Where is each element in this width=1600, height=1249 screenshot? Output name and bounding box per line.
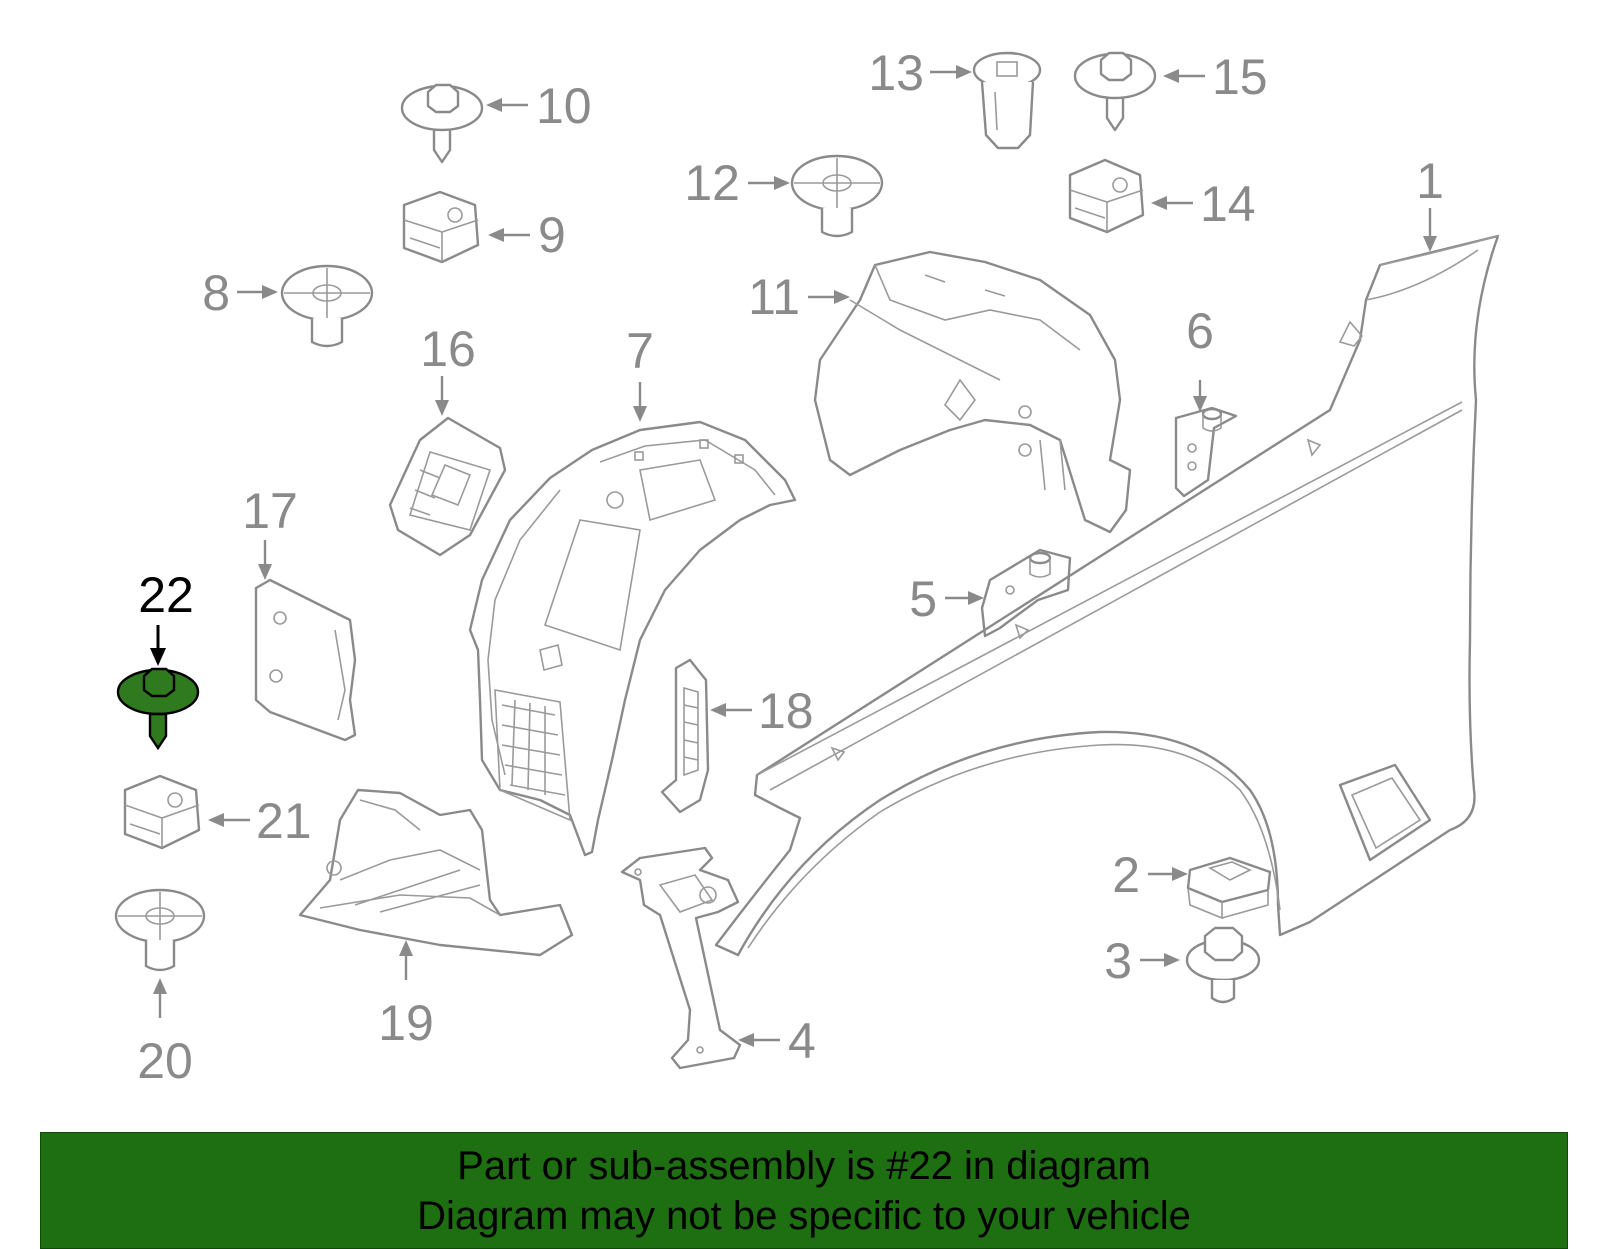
- callout-12-arrow: [748, 176, 790, 190]
- part-3-bolt[interactable]: [1185, 926, 1261, 1004]
- part-13-plastic-nut[interactable]: [972, 51, 1042, 150]
- callout-20-arrow: [153, 978, 167, 1018]
- callout-19: 19: [378, 995, 434, 1051]
- callout-17-arrow: [258, 540, 272, 580]
- callout-3: 3: [1104, 933, 1132, 989]
- parts-diagram: 1 2 3 4 5 6 7 8 9 10 11 12 13 14 15 16 1…: [114, 45, 1500, 1089]
- part-5-bracket[interactable]: [980, 548, 1072, 638]
- part-7-wheel-arch-liner[interactable]: [468, 420, 797, 857]
- part-18-strip[interactable]: [660, 658, 710, 814]
- callout-3-arrow: [1140, 953, 1180, 967]
- callout-1: 1: [1416, 153, 1444, 209]
- part-12-rivet[interactable]: [790, 154, 884, 238]
- part-11-wheel-arch-liner[interactable]: [813, 250, 1132, 534]
- part-2-clip-nut[interactable]: [1186, 856, 1272, 920]
- part-15-screw[interactable]: [1073, 51, 1157, 132]
- part-1-fender[interactable]: [714, 234, 1500, 957]
- callout-7-arrow: [633, 382, 647, 422]
- callout-19-arrow: [399, 940, 413, 980]
- part-6-bracket[interactable]: [1174, 406, 1238, 498]
- callout-17: 17: [242, 483, 298, 539]
- part-8-rivet[interactable]: [280, 264, 374, 348]
- callout-22-arrow: [150, 625, 166, 666]
- callout-1-arrow: [1423, 208, 1437, 252]
- callout-8-arrow: [237, 285, 278, 299]
- callout-14-arrow: [1151, 196, 1193, 210]
- callout-6: 6: [1186, 303, 1214, 359]
- callout-18: 18: [758, 683, 814, 739]
- callout-15: 15: [1212, 49, 1268, 105]
- callout-16: 16: [420, 321, 476, 377]
- callout-9: 9: [538, 207, 566, 263]
- part-19-splash-shield[interactable]: [298, 788, 574, 957]
- callout-11: 11: [748, 269, 800, 325]
- callout-12: 12: [684, 155, 740, 211]
- callout-22-highlighted: 22: [138, 567, 194, 623]
- callout-4: 4: [788, 1013, 816, 1069]
- part-9-clip-nut[interactable]: [402, 190, 480, 264]
- part-21-clip-nut[interactable]: [123, 774, 201, 850]
- part-16-cover[interactable]: [388, 416, 507, 557]
- callout-18-arrow: [710, 703, 752, 717]
- callout-14: 14: [1200, 176, 1256, 232]
- callout-16-arrow: [435, 376, 449, 416]
- callout-10-arrow: [486, 98, 528, 112]
- callout-15-arrow: [1163, 69, 1205, 83]
- part-20-rivet[interactable]: [114, 888, 206, 972]
- callout-20: 20: [137, 1033, 193, 1089]
- callout-9-arrow: [488, 228, 530, 242]
- callout-13-arrow: [930, 65, 972, 79]
- part-14-clip-nut[interactable]: [1068, 158, 1145, 234]
- callout-5-arrow: [945, 591, 984, 605]
- callout-7: 7: [626, 323, 654, 379]
- callout-13: 13: [868, 45, 924, 101]
- part-4-bracket[interactable]: [620, 846, 742, 1070]
- callout-6-arrow: [1193, 380, 1207, 412]
- info-banner: Part or sub-assembly is #22 in diagram D…: [40, 1132, 1568, 1249]
- callout-4-arrow: [738, 1033, 780, 1047]
- banner-line-1: Part or sub-assembly is #22 in diagram: [457, 1143, 1151, 1188]
- banner-line-2: Diagram may not be specific to your vehi…: [417, 1193, 1191, 1238]
- part-17-panel[interactable]: [254, 578, 357, 742]
- callout-21: 21: [256, 793, 312, 849]
- callout-11-arrow: [808, 290, 850, 304]
- callout-21-arrow: [208, 813, 250, 827]
- part-10-screw[interactable]: [400, 83, 484, 164]
- callout-8: 8: [202, 265, 230, 321]
- callout-2-arrow: [1148, 867, 1188, 881]
- callout-5: 5: [909, 571, 937, 627]
- part-22-screw-highlighted[interactable]: [116, 667, 200, 751]
- callout-10: 10: [536, 78, 592, 134]
- callout-2: 2: [1112, 847, 1140, 903]
